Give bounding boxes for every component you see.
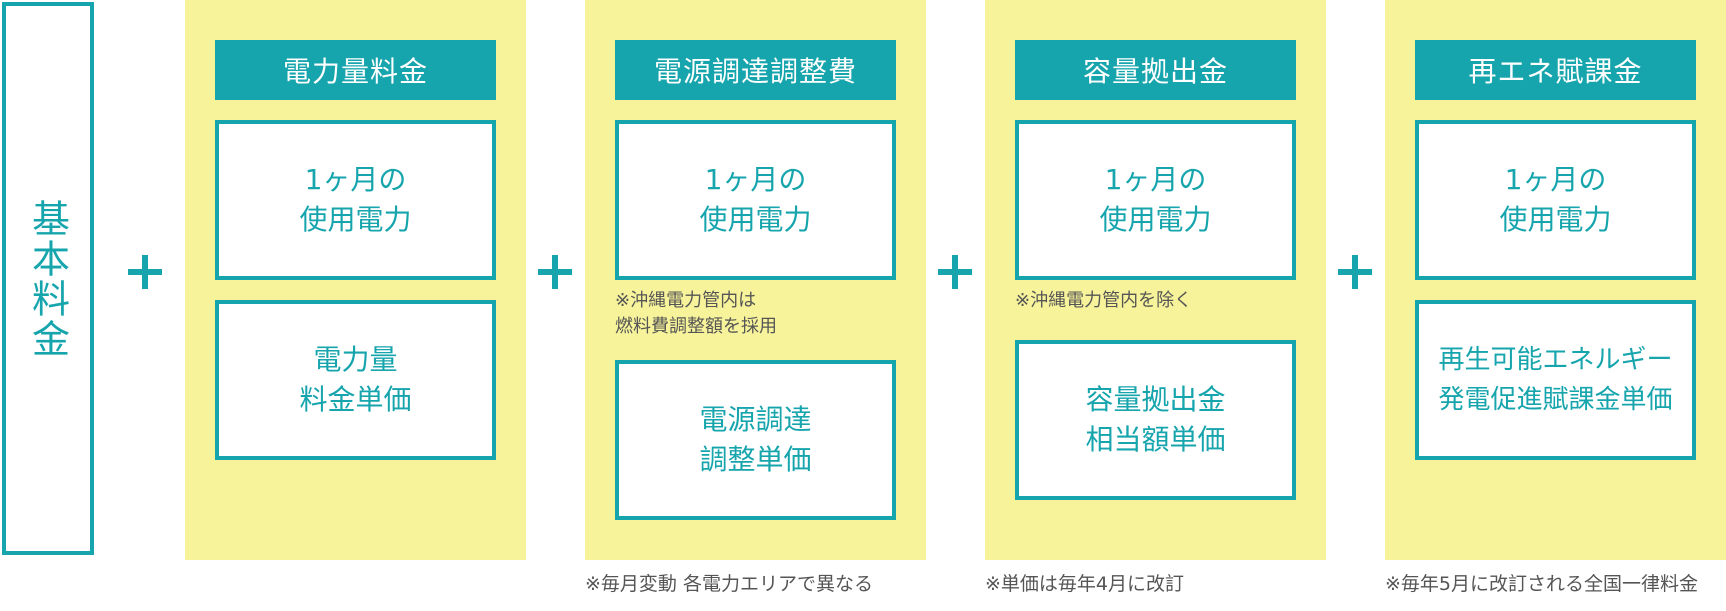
box-line: 電源調達 [699,403,812,436]
box-line: 1ヶ月の [304,163,407,196]
okinawa-note: ※沖縄電力管内は 燃料費調整額を採用 [615,288,777,340]
note-line: 燃料費調整額を採用 [615,316,777,337]
box-line: 発電促進賦課金単価 [1438,385,1673,415]
monthly-usage-box: 1ヶ月の 使用電力 [615,120,896,280]
energy-charge-panel: 電力量料金 1ヶ月の 使用電力 電力量 料金単価 [185,0,526,560]
unit-price-box: 容量拠出金 相当額単価 [1015,340,1296,500]
box-line: 使用電力 [699,203,812,236]
plus-icon [125,252,165,292]
box-line: 容量拠出金 [1085,383,1226,416]
capacity-bottom-note: ※単価は毎年4月に改訂 [985,573,1185,595]
box-line: 電力量 [313,343,398,376]
plus-icon [935,252,975,292]
note-line: ※沖縄電力管内は [615,290,757,311]
box-line: 使用電力 [299,203,412,236]
box-line: 1ヶ月の [1104,163,1207,196]
box-line: 使用電力 [1499,203,1612,236]
plus-icon [535,252,575,292]
panel-header: 電源調達調整費 [615,40,896,100]
base-charge-label: 基本料金 [25,198,70,359]
box-line: 1ヶ月の [704,163,807,196]
procurement-adjustment-panel: 電源調達調整費 1ヶ月の 使用電力 ※沖縄電力管内は 燃料費調整額を採用 電源調… [585,0,926,560]
unit-price-box: 再生可能エネルギー 発電促進賦課金単価 [1415,300,1696,460]
box-line: 1ヶ月の [1504,163,1607,196]
box-line: 料金単価 [299,383,412,416]
box-line: 再生可能エネルギー [1438,345,1673,375]
panel-header: 電力量料金 [215,40,496,100]
monthly-usage-box: 1ヶ月の 使用電力 [215,120,496,280]
panel-header: 容量拠出金 [1015,40,1296,100]
box-line: 使用電力 [1099,203,1212,236]
monthly-usage-box: 1ヶ月の 使用電力 [1415,120,1696,280]
capacity-contribution-panel: 容量拠出金 1ヶ月の 使用電力 ※沖縄電力管内を除く 容量拠出金 相当額単価 [985,0,1326,560]
base-charge-box: 基本料金 [2,2,94,555]
unit-price-box: 電源調達 調整単価 [615,360,896,520]
monthly-usage-box: 1ヶ月の 使用電力 [1015,120,1296,280]
note-line: ※沖縄電力管内を除く [1015,290,1193,311]
box-line: 相当額単価 [1085,423,1226,456]
box-line: 調整単価 [699,443,812,476]
panel-header: 再エネ賦課金 [1415,40,1696,100]
okinawa-note: ※沖縄電力管内を除く [1015,288,1192,314]
renewable-bottom-note: ※毎年5月に改訂される全国一律料金 [1385,573,1699,595]
procurement-bottom-note: ※毎月変動 各電力エリアで異なる [585,573,873,595]
plus-icon [1335,252,1375,292]
renewable-surcharge-panel: 再エネ賦課金 1ヶ月の 使用電力 再生可能エネルギー 発電促進賦課金単価 [1385,0,1726,560]
unit-price-box: 電力量 料金単価 [215,300,496,460]
